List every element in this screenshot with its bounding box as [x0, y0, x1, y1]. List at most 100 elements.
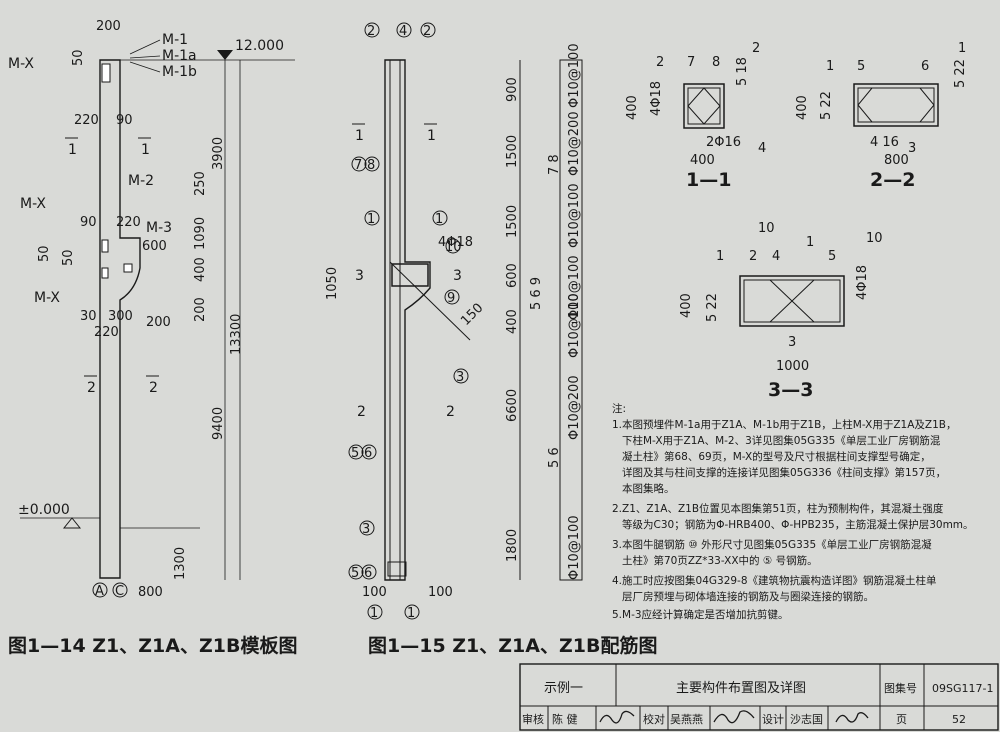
- bar-4phi18: 4Φ18: [438, 235, 473, 250]
- note-line-3: 详图及其与柱间支撑的连接详见图集05G336《柱间支撑》第157页，: [622, 466, 946, 479]
- stirrup-5: Φ10@200: [567, 375, 582, 440]
- dim-90-mid: 90: [80, 215, 97, 230]
- formwork-drawing: 12.000 ±0.000 M-X M-1 M-1a M-1b M-2 M-3 …: [8, 19, 297, 657]
- note-line-9: 4.施工时应按图集04G329-8《建筑物抗震构造详图》钢筋混凝土柱单: [612, 574, 937, 587]
- stirrup-group-569: 5 6 9: [529, 277, 544, 310]
- section-2-right: 2: [446, 404, 455, 420]
- note-line-2: 凝土柱》第68、69页，M-X的型号及尺寸根据柱间支撑型号确定，: [622, 450, 931, 463]
- stirrup-4: Φ10@100: [567, 293, 582, 358]
- bar-5-mid: 5: [351, 446, 359, 461]
- s11-l2: 8: [712, 55, 720, 70]
- bar-2-left: 2: [367, 24, 375, 39]
- dim-220: 220: [74, 113, 99, 128]
- dim-200-low: 200: [146, 315, 171, 330]
- tb-atlas-label: 图集号: [884, 681, 917, 695]
- dim-50-a: 50: [37, 245, 52, 262]
- s11-l7: 4: [758, 141, 766, 156]
- tb-design-name: 沙志国: [790, 713, 823, 726]
- signature-designer: [835, 712, 869, 723]
- s33-l0: 10: [758, 221, 775, 236]
- dim-220-mid: 220: [116, 215, 141, 230]
- s22-l6: 4 16: [870, 135, 899, 150]
- section-mark-2-left: 2: [87, 380, 96, 396]
- s22-l2: 6: [921, 59, 929, 74]
- s22-l7: 3: [908, 141, 916, 156]
- s11-l3: 2: [752, 41, 760, 56]
- stirrup-2: Φ10@100: [567, 183, 582, 248]
- stirrup-3: Φ10@100: [567, 255, 582, 320]
- stirrup-group-78: 7 8: [547, 154, 562, 175]
- s11-width: 400: [690, 153, 715, 168]
- section-1-1: 1—1 400 400 2 7 8 2 4Φ18 5 18 2Φ16 4: [625, 41, 766, 191]
- section-2-2: 2—2 800 400 1 5 6 1 5 22 5 22 4 16 3: [795, 41, 968, 191]
- s22-l0: 1: [826, 59, 834, 74]
- dim-50-b: 50: [61, 249, 76, 266]
- notes-block: 注: 1.本图预埋件M-1a用于Z1A、M-1b用于Z1B，上柱M-X用于Z1A…: [612, 402, 974, 621]
- elev-top-label: 12.000: [235, 38, 284, 54]
- tb-page-label: 页: [896, 713, 907, 726]
- dim-200-top: 200: [96, 19, 121, 34]
- embed-m2: M-2: [128, 173, 154, 189]
- s11-l4: 4Φ18: [649, 81, 664, 116]
- dim-400: 400: [193, 257, 208, 282]
- formwork-caption: 图1—14 Z1、Z1A、Z1B模板图: [8, 634, 297, 657]
- s11-height: 400: [625, 95, 640, 120]
- rebar-caption: 图1—15 Z1、Z1A、Z1B配筋图: [368, 634, 657, 657]
- elev-zero-label: ±0.000: [18, 502, 70, 518]
- embed-m1a: M-1a: [162, 48, 197, 64]
- bar-1-a: 1: [367, 212, 375, 227]
- vdim-1800: 1800: [505, 529, 520, 562]
- dim-13300: 13300: [229, 314, 244, 355]
- dim-150: 150: [458, 301, 486, 329]
- tb-page-no: 52: [952, 713, 966, 726]
- section-2-left: 2: [357, 404, 366, 420]
- section-mark-1-right: 1: [141, 142, 150, 158]
- bar-6-mid: 6: [364, 446, 372, 461]
- embed-m3: M-3: [146, 220, 172, 236]
- s22-l3: 1: [958, 41, 966, 56]
- s11-l0: 2: [656, 55, 664, 70]
- note-line-6: 等级为C30；钢筋为Φ-HRB400、Φ-HPB235，主筋混凝土保护层30mm…: [622, 518, 974, 531]
- s11-l1: 7: [687, 55, 695, 70]
- title-block: 示例一 主要构件布置图及详图 图集号 09SG117-1 审核 陈 健 校对 吴…: [519, 663, 999, 731]
- note-line-8: 土柱》第70页ZZ*33-XX中的 ⑤ 号钢筋。: [622, 554, 818, 567]
- section-1-right: 1: [427, 128, 436, 144]
- note-line-0: 1.本图预埋件M-1a用于Z1A、M-1b用于Z1B，上柱M-X用于Z1A及Z1…: [612, 418, 956, 431]
- bar-3-low: 3: [362, 522, 370, 537]
- s33-l4: 1: [806, 235, 814, 250]
- signature-checker: [713, 710, 755, 724]
- stirrup-1: Φ10@200: [567, 111, 582, 176]
- dim-9400: 9400: [211, 407, 226, 440]
- dim-100-left: 100: [362, 585, 387, 600]
- dim-90: 90: [116, 113, 133, 128]
- bar-2-right: 2: [423, 24, 431, 39]
- s33-title: 3—3: [768, 379, 813, 401]
- dim-220-low: 220: [94, 325, 119, 340]
- dim-600: 600: [142, 239, 167, 254]
- stirrup-0: Φ10@100: [567, 43, 582, 108]
- bar-10: 10: [445, 240, 462, 255]
- dim-50-top: 50: [71, 49, 86, 66]
- vdim-1500-b: 1500: [505, 205, 520, 238]
- note-line-1: 下柱M-X用于Z1A、M-2、3详见图集05G335《单层工业厂房钢筋混: [622, 434, 941, 447]
- s22-l5: 5 22: [953, 59, 968, 88]
- embed-mx-mid: M-X: [20, 196, 46, 212]
- dim-800: 800: [138, 585, 163, 600]
- bar-3-mid: 3: [456, 370, 464, 385]
- note-line-11: 5.M-3应经计算确定是否增加抗剪键。: [612, 608, 789, 621]
- s33-l7: 4Φ18: [855, 265, 870, 300]
- s33-l6: 10: [866, 231, 883, 246]
- note-line-4: 本图集略。: [622, 482, 675, 495]
- s11-title: 1—1: [686, 169, 731, 191]
- embed-m1: M-1: [162, 32, 188, 48]
- note-line-7: 3.本图牛腿钢筋 ⑩ 外形尺寸见图集05G335《单层工业厂房钢筋混凝: [612, 538, 932, 551]
- dim-250: 250: [193, 171, 208, 196]
- bar-8: 8: [367, 158, 375, 173]
- tb-example: 示例一: [544, 681, 583, 696]
- notes-heading: 注:: [612, 402, 626, 415]
- dim-300: 300: [108, 309, 133, 324]
- dim-1050: 1050: [325, 267, 340, 300]
- bar-1-foot-a: 1: [370, 606, 378, 621]
- s33-l2: 2: [749, 249, 757, 264]
- dim-1300: 1300: [173, 547, 188, 580]
